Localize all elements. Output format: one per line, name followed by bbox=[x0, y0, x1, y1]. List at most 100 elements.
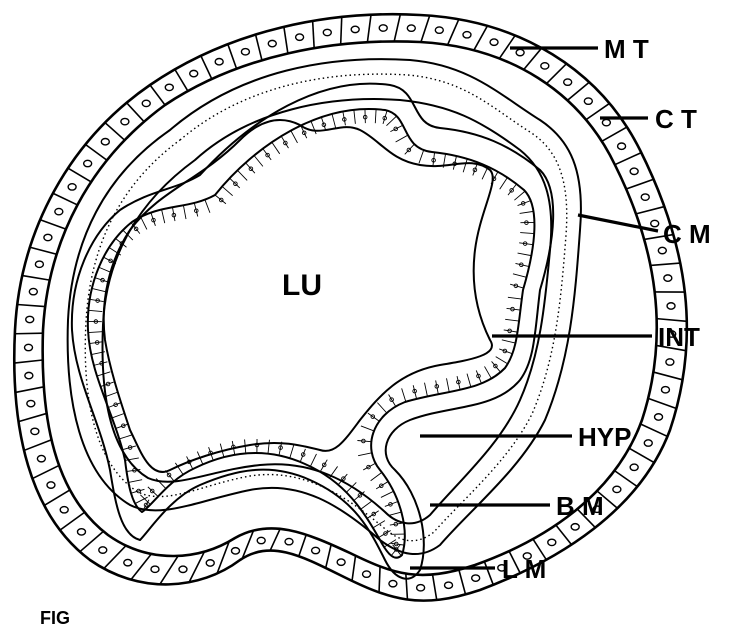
tunic-cell-wall bbox=[53, 193, 78, 205]
tunic-cell-wall bbox=[433, 574, 437, 599]
epithelial-cell-wall bbox=[496, 357, 508, 364]
tunic-cell-nucleus bbox=[99, 547, 107, 553]
tunic-cell-nucleus bbox=[37, 455, 45, 461]
tunic-cell-wall bbox=[32, 465, 59, 478]
label-bm: B M bbox=[556, 491, 604, 521]
epithelial-cell-wall bbox=[368, 413, 379, 421]
epithelial-cell-wall bbox=[119, 435, 132, 439]
tunic-cell-nucleus bbox=[68, 184, 76, 190]
tunic-cell-nucleus bbox=[151, 566, 159, 572]
tunic-cell-nucleus bbox=[548, 539, 556, 545]
tunic-cell-wall bbox=[189, 552, 204, 583]
tunic-cell-nucleus bbox=[472, 575, 480, 581]
epithelial-cell-wall bbox=[405, 144, 415, 154]
epithelial-cell-wall bbox=[141, 217, 147, 230]
tunic-cell-wall bbox=[602, 127, 627, 141]
tunic-cell-wall bbox=[105, 123, 125, 141]
epithelial-cell-wall bbox=[514, 191, 525, 200]
tunic-cell-wall bbox=[650, 263, 680, 265]
label-ct: C T bbox=[655, 104, 697, 134]
epithelial-cell-wall bbox=[354, 491, 365, 500]
tunic-cell-wall bbox=[15, 333, 43, 334]
epithelial-cell-wall bbox=[361, 501, 372, 509]
tunic-cell-nucleus bbox=[190, 70, 198, 76]
tunic-cell-wall bbox=[127, 103, 144, 122]
tunic-cell-nucleus bbox=[641, 194, 649, 200]
epithelial-cell-wall bbox=[222, 186, 233, 195]
epithelial-cell-wall bbox=[419, 150, 424, 163]
tunic-cell-nucleus bbox=[379, 25, 387, 31]
tunic-cell-wall bbox=[421, 16, 430, 42]
tunic-cell-nucleus bbox=[323, 29, 331, 35]
lumen-label: LU bbox=[282, 269, 322, 302]
tunic-cell-nucleus bbox=[363, 571, 371, 577]
epithelial-cell-wall bbox=[518, 253, 532, 256]
tunic-cell-wall bbox=[484, 562, 493, 585]
tunic-cell-wall bbox=[19, 413, 47, 421]
tunic-cell-nucleus bbox=[407, 25, 415, 31]
tunic-cell-nucleus bbox=[35, 261, 43, 267]
tunic-cell-nucleus bbox=[644, 440, 652, 446]
tunic-cell-nucleus bbox=[206, 560, 214, 566]
label-mt: M T bbox=[604, 34, 649, 64]
epithelial-cell-wall bbox=[237, 170, 247, 180]
epithelial-cell-wall bbox=[246, 163, 255, 173]
tunic-cell-nucleus bbox=[26, 316, 34, 322]
tunic-cell-nucleus bbox=[84, 160, 92, 166]
tunic-cell-nucleus bbox=[179, 566, 187, 572]
tunic-cell-wall bbox=[150, 85, 165, 105]
tunic-cell-wall bbox=[367, 15, 371, 42]
tunic-cell-wall bbox=[22, 276, 49, 281]
epithelial-cell-wall bbox=[311, 121, 316, 134]
tunic-cell-wall bbox=[352, 556, 355, 581]
tunic-cell-wall bbox=[270, 529, 280, 551]
tunic-cell-nucleus bbox=[655, 414, 663, 420]
tunic-cell-nucleus bbox=[285, 538, 293, 544]
tunic-cell-nucleus bbox=[101, 138, 109, 144]
tunic-cell-nucleus bbox=[31, 428, 39, 434]
epithelial-cell-wall bbox=[381, 491, 394, 497]
tunic-cell-nucleus bbox=[613, 486, 621, 492]
epithelial-cell-wall bbox=[519, 243, 533, 245]
tunic-cell-wall bbox=[448, 19, 459, 45]
tunic-cell-nucleus bbox=[490, 39, 498, 45]
epithelial-cell-wall bbox=[390, 523, 404, 525]
tunic-cell-nucleus bbox=[463, 32, 471, 38]
label-int: INT bbox=[658, 322, 700, 352]
epithelial-cell-wall bbox=[502, 340, 516, 343]
epithelial-cell-wall bbox=[373, 521, 385, 528]
tunic-cell-nucleus bbox=[296, 34, 304, 40]
epithelial-cell-wall bbox=[230, 178, 240, 188]
tunic-cell-wall bbox=[394, 14, 400, 41]
epithelial-cell-wall bbox=[402, 388, 406, 401]
tunic-cell-nucleus bbox=[312, 547, 320, 553]
epithelial-cell-wall bbox=[371, 472, 382, 480]
tunic-cell-wall bbox=[299, 535, 306, 556]
tunic-cell-nucleus bbox=[351, 26, 359, 32]
tunic-cell-wall bbox=[474, 26, 488, 50]
tunic-cell-wall bbox=[40, 220, 66, 229]
tunic-cell-nucleus bbox=[666, 359, 674, 365]
tunic-cell-wall bbox=[636, 207, 664, 214]
epithelial-cell-wall bbox=[433, 152, 435, 166]
inner-layers bbox=[68, 59, 581, 554]
epithelial-cell-wall bbox=[272, 142, 280, 154]
epithelial-cell-wall bbox=[128, 480, 142, 483]
tunic-cell-nucleus bbox=[630, 168, 638, 174]
tunic-cell-wall bbox=[653, 372, 682, 380]
epithelial-cell-wall bbox=[361, 426, 374, 431]
tunic-cell-nucleus bbox=[215, 59, 223, 65]
tunic-cell-wall bbox=[256, 35, 262, 61]
tunic-cell-wall bbox=[160, 556, 178, 584]
tunic-cell-wall bbox=[626, 179, 653, 189]
epithelial-cell-wall bbox=[88, 332, 102, 333]
tunic-cell-nucleus bbox=[445, 582, 453, 588]
epithelial-cell-wall bbox=[396, 135, 408, 142]
tunic-cell-wall bbox=[228, 44, 237, 69]
epithelial-cell-wall bbox=[508, 297, 522, 299]
tunic-cell-nucleus bbox=[121, 118, 129, 124]
tunic-cell-wall bbox=[17, 304, 45, 306]
tunic-cell-wall bbox=[131, 554, 151, 580]
epithelial-cell-wall bbox=[205, 200, 210, 213]
